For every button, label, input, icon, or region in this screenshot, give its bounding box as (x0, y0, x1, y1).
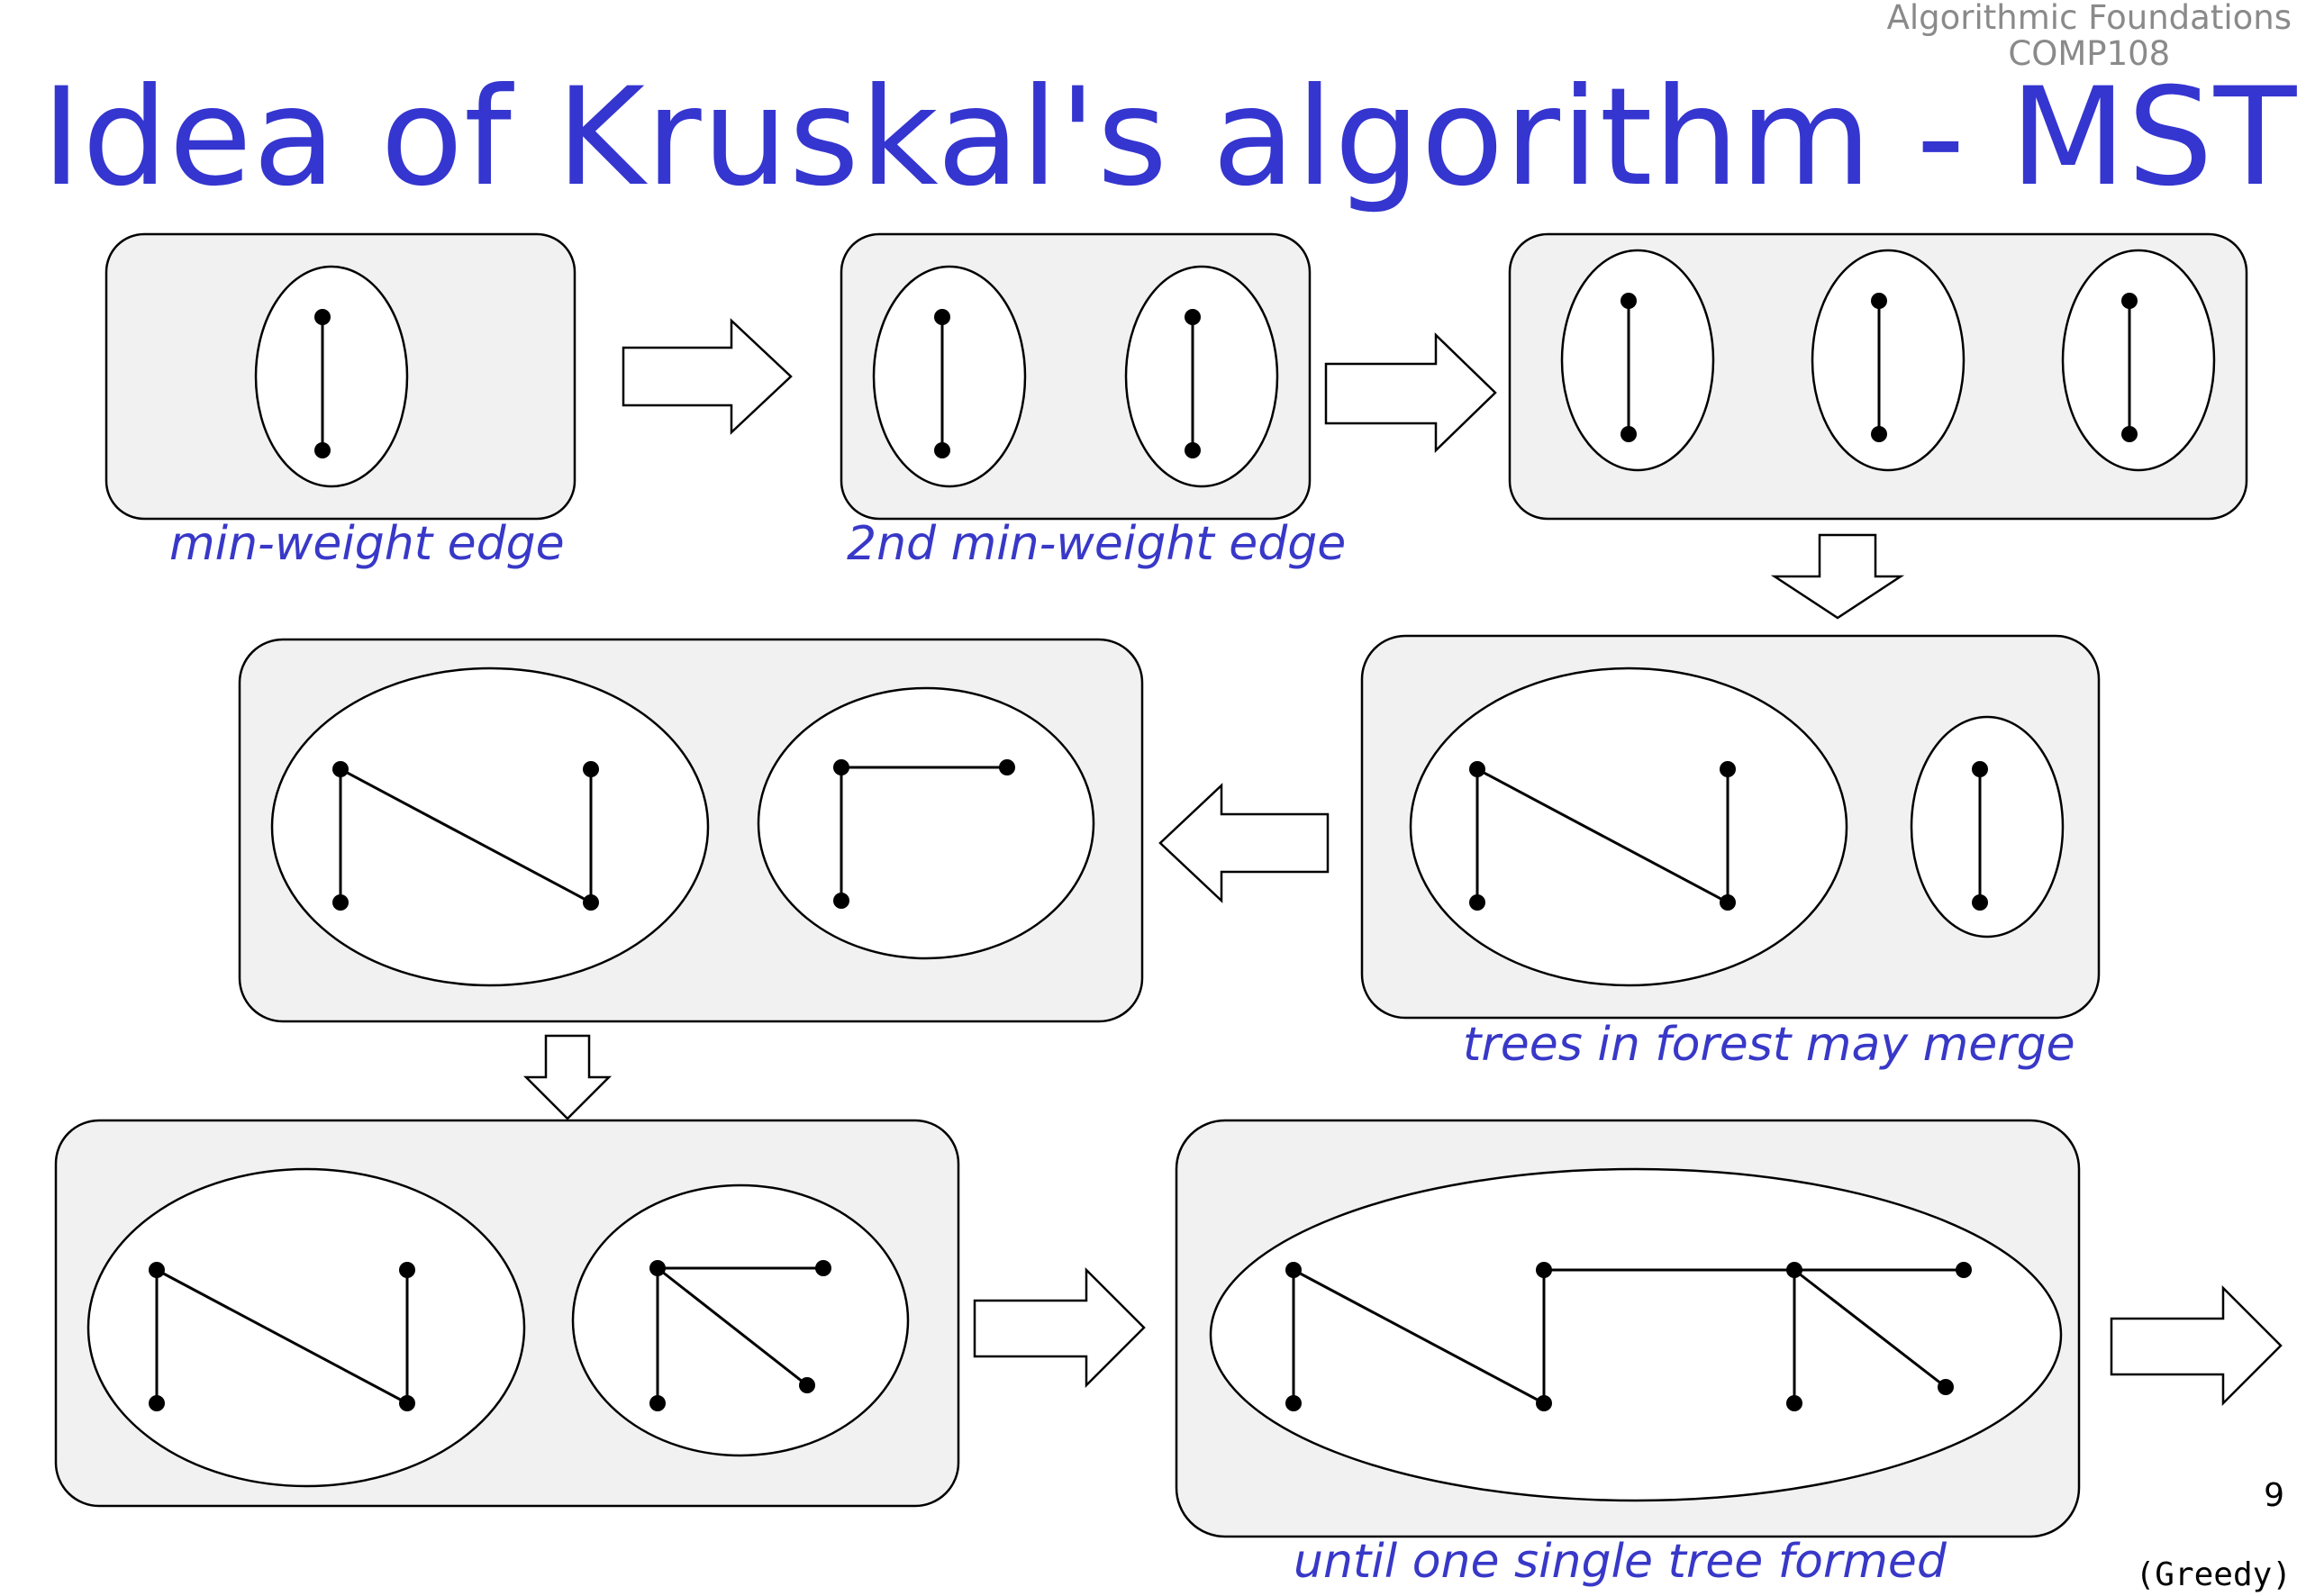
graph-vertex (1720, 761, 1736, 777)
graph-vertex (1871, 293, 1887, 309)
graph-vertex (314, 309, 331, 325)
left-arrow-icon (1158, 783, 1330, 903)
graph-vertex (1185, 442, 1201, 458)
graph-vertex (1621, 426, 1637, 442)
caption-min-weight-edge: min-weight edge (169, 517, 565, 571)
right-arrow-icon (1324, 332, 1497, 453)
tree-oval (1910, 715, 2065, 939)
graph-edge (1293, 1268, 1545, 1405)
graph-vertex (1621, 293, 1637, 309)
tree-oval (1209, 1167, 2063, 1502)
caption-trees-merge: trees in forest may merge (1463, 1018, 2075, 1072)
tree-oval (1409, 667, 1848, 987)
tree-oval (254, 265, 409, 488)
graph-edge (156, 1268, 408, 1405)
section-label: (Greedy) (2135, 1556, 2292, 1593)
tree-oval (571, 1183, 910, 1457)
graph-vertex (934, 309, 950, 325)
graph-vertex (1972, 761, 1988, 777)
graph-edge (340, 767, 592, 904)
tree-oval (2061, 249, 2216, 472)
step-5-panel (238, 638, 1144, 1023)
graph-vertex (799, 1377, 815, 1393)
graph-vertex (649, 1260, 666, 1276)
graph-vertex (1871, 426, 1887, 442)
down-arrow-icon (1770, 533, 1905, 620)
step-2-panel (840, 232, 1312, 521)
course-code: COMP108 (2008, 34, 2171, 73)
graph-edge (1476, 767, 1729, 904)
graph-vertex (332, 894, 349, 911)
graph-vertex (1720, 894, 1736, 911)
tree-oval (270, 667, 710, 987)
page-number: 9 (2264, 1477, 2284, 1514)
graph-vertex (934, 442, 950, 458)
tree-oval (1124, 265, 1279, 488)
tree-oval (1560, 249, 1715, 472)
graph-edge (1793, 1268, 1947, 1389)
graph-vertex (1285, 1395, 1302, 1411)
caption-2nd-min-weight-edge: 2nd min-weight edge (847, 517, 1347, 571)
graph-vertex (1469, 894, 1485, 911)
graph-vertex (332, 761, 349, 777)
graph-vertex (1956, 1262, 1972, 1278)
course-name: Algorithmic Foundations (1886, 0, 2292, 37)
graph-vertex (149, 1262, 165, 1278)
graph-vertex (1786, 1395, 1802, 1411)
step-6-panel (54, 1119, 960, 1508)
graph-vertex (1285, 1262, 1302, 1278)
graph-vertex (583, 761, 599, 777)
graph-vertex (1786, 1262, 1802, 1278)
graph-vertex (399, 1262, 415, 1278)
down-arrow-icon (522, 1034, 613, 1120)
graph-vertex (1469, 761, 1485, 777)
graph-vertex (1536, 1395, 1552, 1411)
graph-vertex (815, 1260, 831, 1276)
step-7-panel (1175, 1119, 2081, 1538)
tree-oval (86, 1167, 526, 1488)
graph-vertex (314, 442, 331, 458)
graph-vertex (583, 894, 599, 911)
course-label: Algorithmic Foundations COMP108 (1887, 0, 2292, 72)
graph-vertex (1185, 309, 1201, 325)
graph-vertex (399, 1395, 415, 1411)
graph-vertex (2121, 426, 2138, 442)
graph-vertex (833, 759, 849, 775)
graph-vertex (149, 1395, 165, 1411)
tree-oval (872, 265, 1027, 488)
graph-vertex (2121, 293, 2138, 309)
step-1-panel (104, 232, 576, 521)
right-arrow-icon (973, 1266, 1146, 1389)
graph-edge (657, 1266, 808, 1387)
graph-vertex (1536, 1262, 1552, 1278)
graph-vertex (649, 1395, 666, 1411)
graph-vertex (1938, 1379, 1954, 1395)
step-4-panel (1360, 634, 2101, 1020)
step-3-panel (1508, 232, 2248, 521)
tree-oval (757, 686, 1095, 960)
right-arrow-icon (2110, 1284, 2283, 1407)
caption-single-tree: until one single tree formed (1294, 1535, 1947, 1589)
slide-title: Idea of Kruskal's algorithm - MST (41, 59, 2298, 216)
tree-oval (1811, 249, 1966, 472)
right-arrow-icon (622, 318, 793, 435)
graph-vertex (999, 759, 1015, 775)
graph-vertex (1972, 894, 1988, 911)
graph-vertex (833, 893, 849, 909)
